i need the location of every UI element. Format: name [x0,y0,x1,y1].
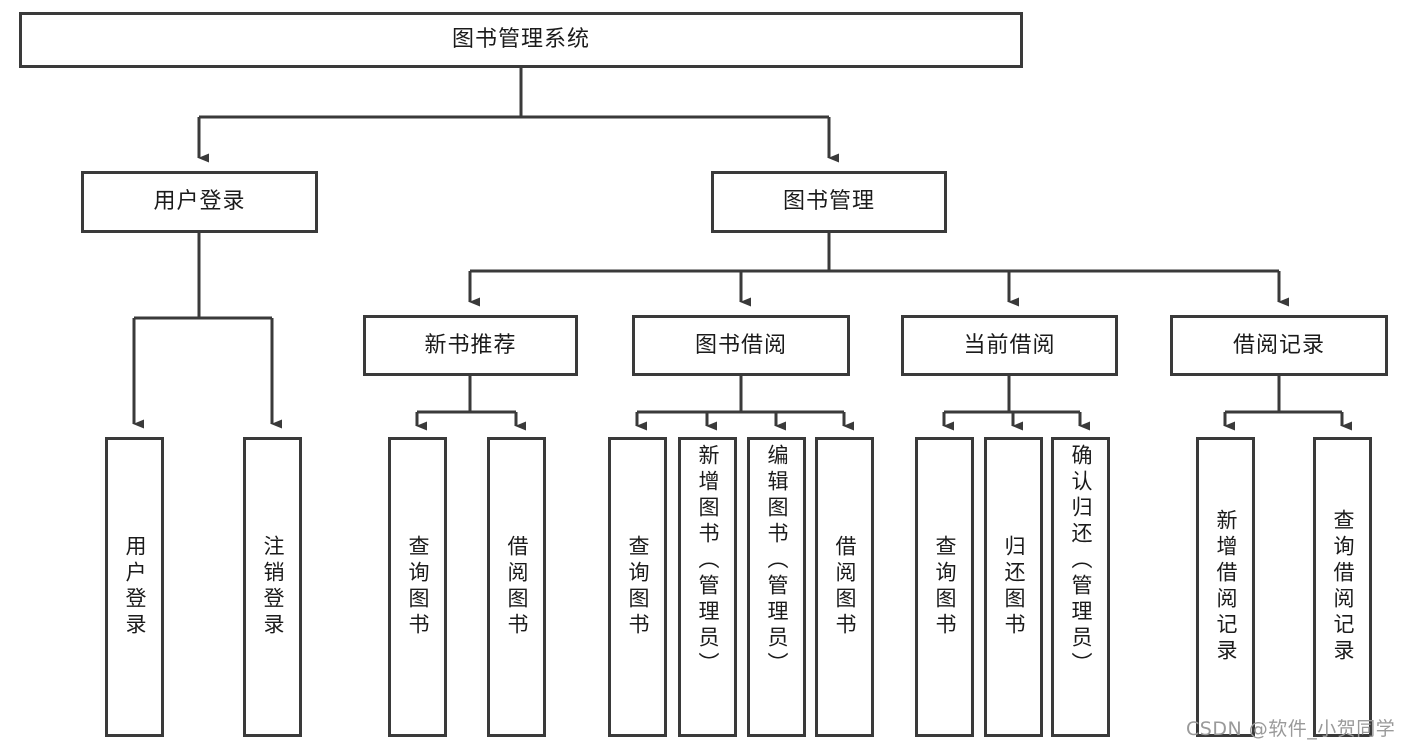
node-leaf-query-book-1-label: 查询图书 [406,535,430,639]
node-leaf-query-book-2[interactable]: 查询图书 [608,437,667,737]
node-current-borrow[interactable]: 当前借阅 [901,315,1118,376]
node-leaf-query-book-3[interactable]: 查询图书 [915,437,974,737]
node-leaf-borrow-book-2[interactable]: 借阅图书 [815,437,874,737]
node-borrow-record[interactable]: 借阅记录 [1170,315,1388,376]
node-user-login-label: 用户登录 [153,189,246,215]
node-leaf-edit-book-admin-label: 编辑图书（管理员） [765,444,789,678]
node-book-borrow-label: 图书借阅 [694,332,787,358]
node-new-book-recommend[interactable]: 新书推荐 [363,315,578,376]
node-book-manage[interactable]: 图书管理 [711,171,947,233]
node-book-manage-label: 图书管理 [782,189,875,215]
node-leaf-add-borrow-record-label: 新增借阅记录 [1214,509,1238,665]
node-leaf-query-book-2-label: 查询图书 [626,535,650,639]
node-leaf-user-login-label: 用户登录 [123,535,147,639]
node-leaf-confirm-return-admin-label: 确认归还（管理员） [1069,444,1093,678]
node-leaf-confirm-return-admin[interactable]: 确认归还（管理员） [1051,437,1110,737]
node-leaf-user-login[interactable]: 用户登录 [105,437,164,737]
node-borrow-record-label: 借阅记录 [1232,332,1325,358]
node-leaf-return-book-label: 归还图书 [1002,535,1026,639]
node-leaf-borrow-book-1[interactable]: 借阅图书 [487,437,546,737]
node-leaf-return-book[interactable]: 归还图书 [984,437,1043,737]
node-user-login[interactable]: 用户登录 [81,171,318,233]
node-leaf-borrow-book-1-label: 借阅图书 [505,535,529,639]
node-leaf-logout[interactable]: 注销登录 [243,437,302,737]
node-root[interactable]: 图书管理系统 [19,12,1023,68]
node-leaf-query-borrow-record-label: 查询借阅记录 [1331,509,1355,665]
node-leaf-query-book-1[interactable]: 查询图书 [388,437,447,737]
node-leaf-add-book-admin[interactable]: 新增图书（管理员） [678,437,737,737]
node-leaf-borrow-book-2-label: 借阅图书 [833,535,857,639]
node-leaf-logout-label: 注销登录 [261,535,285,639]
node-leaf-query-borrow-record[interactable]: 查询借阅记录 [1313,437,1372,737]
node-root-label: 图书管理系统 [451,27,590,53]
node-leaf-add-book-admin-label: 新增图书（管理员） [696,444,720,678]
node-current-borrow-label: 当前借阅 [963,332,1056,358]
csdn-watermark: CSDN @软件_小贺同学 [1186,718,1396,740]
node-book-borrow[interactable]: 图书借阅 [632,315,850,376]
node-leaf-add-borrow-record[interactable]: 新增借阅记录 [1196,437,1255,737]
node-leaf-edit-book-admin[interactable]: 编辑图书（管理员） [747,437,806,737]
node-new-book-recommend-label: 新书推荐 [424,332,517,358]
node-leaf-query-book-3-label: 查询图书 [933,535,957,639]
